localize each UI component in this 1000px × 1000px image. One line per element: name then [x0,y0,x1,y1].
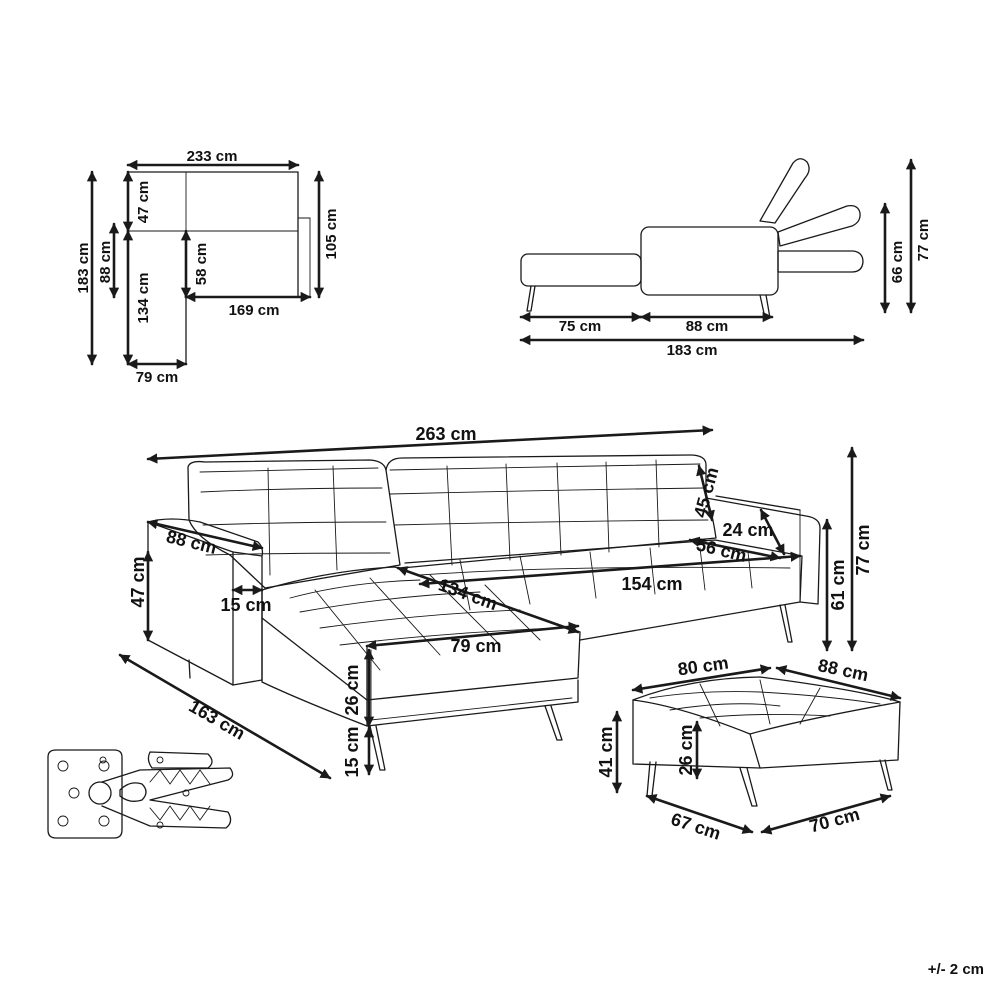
top-back-depth-label: 47 cm [135,181,152,224]
ottoman-cushion-label: 26 cm [676,724,696,775]
ottoman-base-width-label: 70 cm [807,804,861,837]
top-view-outline [127,171,311,365]
top-sofa-length-label: 169 cm [229,302,280,319]
main-back-height-label: 45 cm [690,465,723,519]
main-dimension-lines [118,425,858,780]
main-leg-height-label: 15 cm [342,726,362,777]
side-height-mid-label: 66 cm [889,241,906,284]
side-view-dimension-lines [519,158,917,346]
top-inner-depth-label: 58 cm [193,243,210,286]
top-right-depth-label: 105 cm [323,209,340,260]
ottoman-height-label: 41 cm [596,726,616,777]
main-seat-width-label: 154 cm [621,574,682,594]
main-arm-right-width-label: 24 cm [722,520,773,540]
sofa-backrest-tufting [200,459,709,576]
main-arm-width-label: 15 cm [220,595,271,615]
side-seat-section-label: 75 cm [559,318,602,335]
side-back-section-label: 88 cm [686,318,729,335]
top-total-depth-label: 183 cm [75,243,92,294]
main-depth-total-label: 163 cm [186,696,249,744]
top-view-dimension-lines [86,159,325,370]
main-chaise-width-label: 79 cm [450,636,501,656]
main-total-width-label: 263 cm [415,424,476,444]
hinge-bracket-detail [47,749,234,839]
ottoman-dimension-lines [611,664,902,835]
side-total-length-label: 183 cm [667,342,718,359]
top-total-width-label: 233 cm [187,148,238,165]
main-arm-height-label: 47 cm [128,556,148,607]
ottoman-drawing [632,676,901,807]
top-chaise-length-label: 134 cm [135,273,152,324]
top-chaise-width-label: 79 cm [136,369,179,386]
top-seat-depth-label: 88 cm [97,241,114,284]
main-height-seat-label: 61 cm [828,559,848,610]
main-height-total-label: 77 cm [853,524,873,575]
tolerance-note: +/- 2 cm [928,961,984,978]
main-arm-depth-label: 88 cm [164,526,218,558]
side-height-full-label: 77 cm [915,219,932,262]
main-seat-height-label: 26 cm [342,664,362,715]
side-view-outline [520,158,864,319]
